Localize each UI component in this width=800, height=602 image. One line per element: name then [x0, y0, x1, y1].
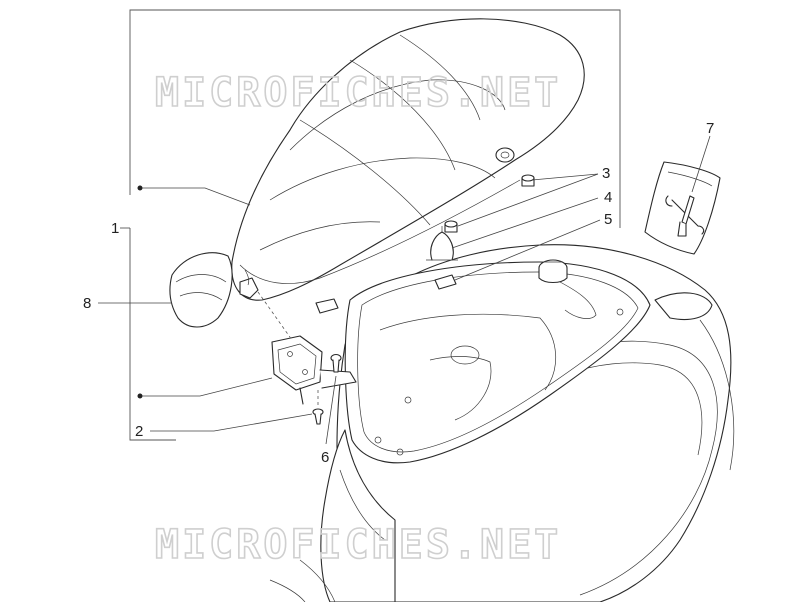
screw-6-part	[330, 353, 342, 373]
callout-7: 7	[706, 120, 714, 137]
seat-cover-part	[169, 252, 233, 328]
callout-5: 5	[604, 211, 612, 228]
callout-4: 4	[604, 189, 612, 206]
callout-2: 2	[135, 423, 143, 440]
callout-3: 3	[602, 165, 610, 182]
rubber-bumper-part	[444, 174, 535, 233]
assembly-frame	[129, 9, 621, 441]
watermark-top: MICROFICHES.NET	[155, 70, 561, 116]
watermark-bottom: MICROFICHES.NET	[155, 522, 561, 568]
spacer-part	[315, 274, 457, 314]
seat-hinge-part	[271, 335, 357, 405]
seat-lock-icon	[495, 147, 515, 163]
seat-assembly	[231, 18, 585, 301]
callout-labels: 1 2 3 4 5 6 7 8	[83, 120, 714, 466]
hinge-screw-part	[312, 408, 324, 425]
callout-8: 8	[83, 295, 91, 312]
leader-lines	[98, 135, 711, 445]
tool-kit-part	[644, 161, 721, 255]
clip-part	[426, 226, 458, 261]
callout-6: 6	[321, 449, 329, 466]
scooter-body	[269, 244, 735, 602]
fuel-cap-icon	[538, 259, 568, 284]
callout-1: 1	[111, 220, 119, 237]
